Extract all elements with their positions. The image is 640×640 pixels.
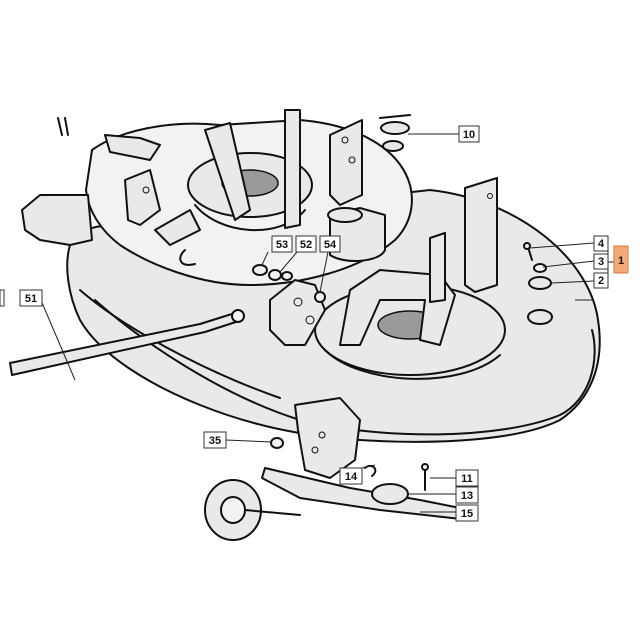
svg-text:1: 1 — [618, 255, 624, 267]
callout-3: 3 — [593, 253, 609, 270]
callout-35: 35 — [203, 431, 227, 449]
washer-52 — [268, 269, 282, 281]
svg-text:53: 53 — [276, 239, 288, 251]
svg-text:2: 2 — [598, 275, 604, 287]
washer-53 — [252, 264, 268, 276]
deck-rim-inner — [79, 289, 281, 399]
nut-3 — [533, 263, 547, 273]
callout-13: 13 — [455, 486, 479, 504]
callout-54: 54 — [319, 235, 341, 253]
left-frame-arm — [204, 122, 251, 221]
callout-2: 2 — [593, 272, 609, 289]
svg-text:3: 3 — [598, 256, 604, 268]
front-bracket — [294, 397, 361, 479]
callout-52: 52 — [295, 235, 317, 253]
svg-text:4: 4 — [598, 238, 605, 250]
right-frame-plate — [339, 269, 456, 346]
svg-text:14: 14 — [345, 471, 358, 483]
svg-text:13: 13 — [461, 490, 473, 502]
svg-text:10: 10 — [463, 129, 475, 141]
roller-2 — [528, 276, 552, 290]
svg-text:35: 35 — [209, 435, 221, 447]
svg-text:15: 15 — [461, 508, 473, 520]
callout-1-highlighted: 1 — [613, 245, 629, 274]
hook — [179, 249, 196, 266]
bolt-35 — [270, 437, 284, 449]
left-frame-arm-2 — [284, 109, 301, 229]
wheel-axle — [244, 509, 301, 516]
callout-11: 11 — [455, 469, 479, 487]
deck-top-left-pin-2 — [64, 117, 69, 136]
washer-52b — [281, 271, 293, 281]
callout-51: 51 — [0, 289, 43, 307]
callout-10: 10 — [458, 125, 480, 143]
rear-post-2 — [429, 232, 446, 303]
top-nut — [382, 140, 404, 152]
left-pivot-plate — [124, 169, 161, 226]
deck-rim — [94, 299, 596, 436]
wheel-mount — [527, 309, 553, 325]
callout-4: 4 — [593, 235, 609, 252]
deck-top-left-pin — [57, 117, 63, 136]
svg-text:54: 54 — [324, 239, 337, 251]
rear-post-1 — [464, 177, 498, 293]
callout-14: 14 — [339, 467, 363, 485]
spindle-hub — [371, 483, 409, 505]
svg-text:11: 11 — [461, 473, 473, 485]
callout-53: 53 — [271, 235, 293, 253]
side-bracket — [154, 209, 201, 246]
center-mount-top — [327, 207, 363, 223]
left-hanger — [21, 194, 93, 246]
callout-15: 15 — [455, 504, 479, 522]
top-shaft — [379, 114, 411, 119]
svg-text:51: 51 — [25, 293, 37, 305]
right-housing-wall — [324, 349, 501, 380]
top-washer — [380, 121, 410, 135]
svg-text:52: 52 — [300, 239, 312, 251]
left-frame-plate — [329, 119, 363, 206]
pivot-bracket — [269, 279, 326, 346]
top-left-tab — [104, 134, 161, 161]
